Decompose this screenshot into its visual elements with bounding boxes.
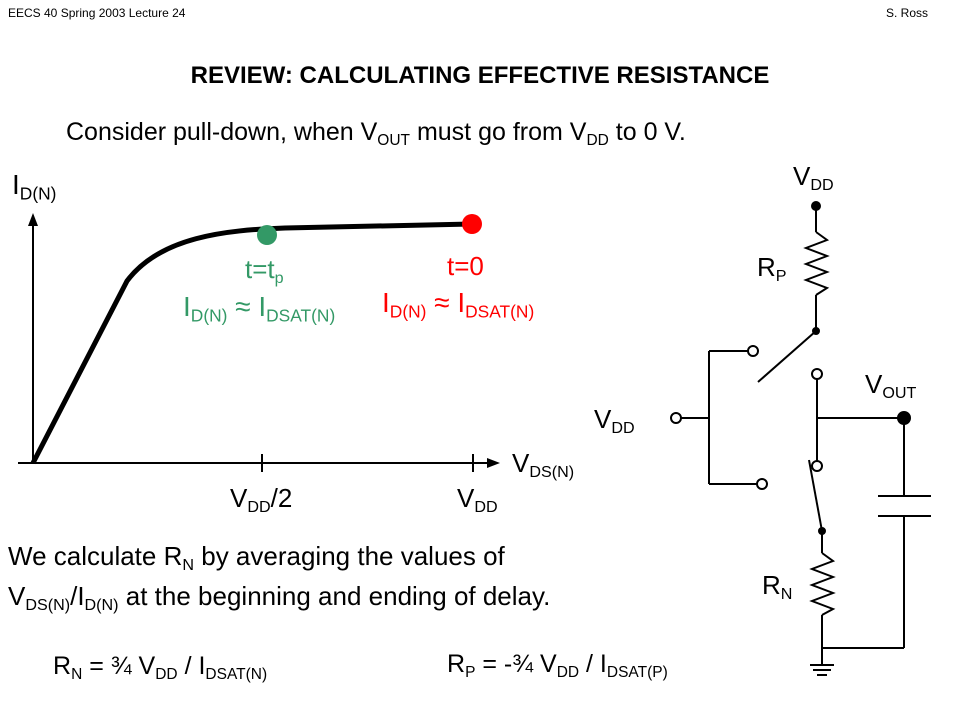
point-t0-equation: ID(N) ≈ IDSAT(N) (382, 287, 535, 322)
rn-label: RN (762, 570, 793, 604)
resistor-rp (803, 231, 830, 296)
x-axis-arrowhead (487, 458, 500, 468)
slide-header-left: EECS 40 Spring 2003 Lecture 24 (8, 6, 186, 20)
vdd-input-label: VDD (594, 404, 635, 438)
vdd-top-label: VDD (793, 161, 834, 195)
circuit (670, 201, 931, 676)
slide-title: REVIEW: CALCULATING EFFECTIVE RESISTANCE (190, 62, 770, 89)
point-tp-label: t=tp (245, 254, 284, 288)
x-axis-label: VDS(N) (512, 448, 575, 482)
pmos-switch (757, 330, 817, 383)
graph (18, 213, 500, 472)
tick-label-vdd: VDD (457, 483, 498, 517)
tick-label-vdd-half: VDD/2 (230, 483, 293, 517)
explanation-line-2: VDS(N)/ID(N) at the beginning and ending… (8, 581, 551, 615)
point-tp-equation: ID(N) ≈ IDSAT(N) (183, 291, 336, 326)
slide-header-author: S. Ross (885, 6, 928, 20)
output-contact-top (811, 368, 823, 380)
point-t-tp (257, 225, 277, 245)
resistor-rn (809, 552, 836, 616)
nmos-switch (808, 459, 823, 532)
rp-label: RP (757, 252, 787, 286)
nmos-input-contact (756, 478, 768, 490)
output-contact-bottom (811, 460, 823, 472)
formula-rn: RN = ¾ VDD / IDSAT(N) (53, 652, 268, 683)
vdd-input-contact (670, 412, 682, 424)
point-t0-label: t=0 (447, 251, 484, 281)
explanation-line-1: We calculate RN by averaging the values … (8, 541, 505, 575)
y-axis-arrowhead (28, 213, 38, 226)
vout-label: VOUT (865, 369, 917, 403)
y-axis-label: ID(N) (12, 169, 57, 204)
slide-subtitle: Consider pull-down, when VOUT must go fr… (66, 118, 686, 149)
pmos-open-contact (747, 345, 759, 357)
point-t-0 (462, 214, 482, 234)
formula-rp: RP = -¾ VDD / IDSAT(P) (447, 650, 668, 681)
